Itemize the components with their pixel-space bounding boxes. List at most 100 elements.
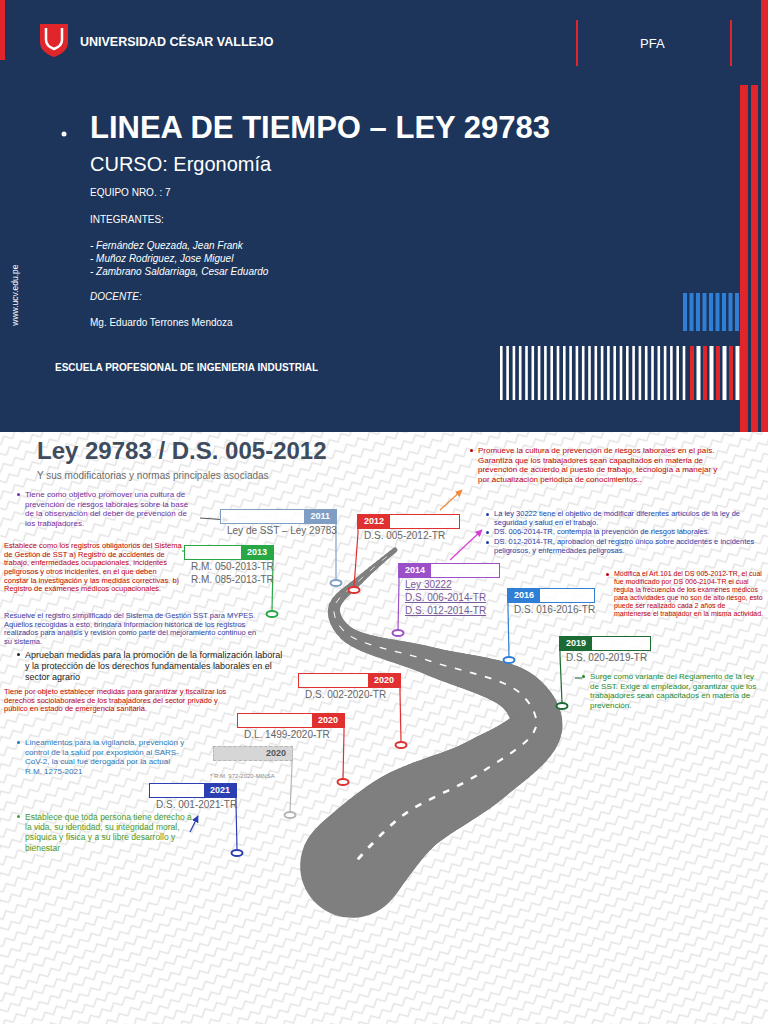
road-center-dash <box>380 647 387 649</box>
blue-stripe <box>729 293 733 331</box>
blue-stripe <box>709 293 713 331</box>
norm-label: D.S. 012-2014-TR <box>398 604 500 617</box>
road-center-dash <box>368 843 373 848</box>
zigzag-texture <box>0 432 768 1024</box>
timeline-entry: 2020D.L. 1499-2020-TR <box>237 713 345 741</box>
web-address-holder: www.ucv.edu.pe <box>10 250 20 340</box>
description-note: DS. 012-2014-TR, aprobación del registro… <box>494 537 754 555</box>
member-name: - Fernández Quezada, Jean Frank <box>90 240 243 251</box>
pin-line <box>400 688 401 742</box>
timeline-entry: 2020 <box>213 746 293 761</box>
timeline-entry: 2021D.S. 001-2021-TR <box>149 783 237 811</box>
road-center-dash <box>358 577 363 582</box>
road-center-dash <box>334 611 335 618</box>
year-tab: 2012 <box>358 515 390 528</box>
member-name-holder: - Fernández Quezada, Jean Frank <box>90 240 410 252</box>
white-stripe <box>557 346 560 400</box>
description-note-holder: Resuelve el registro simplificado del Si… <box>4 612 259 647</box>
header-rule <box>730 20 732 66</box>
white-stripe <box>645 346 648 400</box>
footnote: * R.M. 972-2020-MINSA <box>210 773 275 779</box>
year-tab: 2013 <box>241 546 273 559</box>
description-note-holder: Lineamientos para la vigilancia, prevenc… <box>25 738 185 776</box>
description-note-holder: DS. 006-2014-TR, contempla la prevención… <box>494 528 762 537</box>
road-marker <box>267 611 278 617</box>
description-note: Surge como variante del Reglamento de la… <box>590 672 756 710</box>
description-note-holder: Tiene como objetivo promover una cultura… <box>25 490 195 528</box>
road-center-dash <box>370 567 375 571</box>
title-holder: LINEA DE TIEMPO – LEY 29783 <box>90 110 550 146</box>
red-bar <box>751 85 758 432</box>
road-marker <box>396 742 407 748</box>
white-stripe <box>651 346 654 400</box>
white-stripe <box>538 346 541 400</box>
white-stripe <box>664 346 667 400</box>
timeline-entry: 2011Ley de SST – Ley 29783 <box>220 509 337 537</box>
pin-line <box>508 603 509 657</box>
white-stripe <box>601 346 604 400</box>
road-center-dash <box>336 598 340 603</box>
road-center-dash <box>379 832 384 837</box>
lower-ground <box>0 432 768 1024</box>
year-tab: 2020 <box>260 747 292 760</box>
white-stripe <box>620 346 623 400</box>
description-note: Promueve la cultura de prevención de rie… <box>478 446 717 484</box>
road-center-dash <box>470 672 477 674</box>
year-bar: 2021 <box>149 783 237 798</box>
road-marker <box>232 850 243 856</box>
stripe-decoration <box>500 0 768 432</box>
description-note-holder: Tiene por objeto establecer medidas para… <box>4 688 234 714</box>
road-center-dash <box>510 750 516 754</box>
pin-line <box>354 529 358 587</box>
road-surface <box>352 862 355 866</box>
white-stripe <box>532 346 535 400</box>
road-center-dash <box>443 790 449 793</box>
year-bar: 2020 <box>213 746 293 761</box>
member-name: - Zambrano Saldarriaga, Cesar Eduardo <box>90 266 268 277</box>
description-note-holder: Aprueban medidas para la promoción de la… <box>25 650 287 682</box>
teacher-name-holder: Mg. Eduardo Terrones Mendoza <box>90 317 390 329</box>
white-stripe <box>506 346 509 400</box>
norm-label: D.L. 1499-2020-TR <box>237 728 345 741</box>
bullet-dot <box>486 541 489 544</box>
year-bar: 2011 <box>220 509 337 524</box>
blue-stripe <box>703 293 707 331</box>
course-line: CURSO: Ergonomía <box>90 153 271 175</box>
road-center-dash <box>365 643 371 645</box>
year-bar: 2020 <box>237 713 345 728</box>
red-edge <box>0 0 5 60</box>
web-address: www.ucv.edu.pe <box>10 264 20 325</box>
header-rule <box>576 20 578 66</box>
bullet-dot <box>582 675 585 678</box>
logo-shield <box>40 24 68 57</box>
description-note: Tiene como objetivo promover una cultura… <box>25 490 188 528</box>
road-marker <box>331 580 342 586</box>
norm-label: Ley 30222 <box>398 578 500 591</box>
pin-line <box>398 578 399 630</box>
white-stripe <box>588 346 591 400</box>
team-line-holder: EQUIPO NRO. : 7 <box>90 187 390 199</box>
white-stripe <box>683 346 686 400</box>
course-line-holder: CURSO: Ergonomía <box>90 152 490 176</box>
timeline-entry: 2014Ley 30222D.S. 006-2014-TRD.S. 012-20… <box>398 563 500 617</box>
section-label: DOCENTE: <box>90 291 142 302</box>
red-stripe <box>723 346 727 400</box>
white-stripe <box>639 346 642 400</box>
road-center-dash <box>514 688 519 692</box>
header-tag-holder: PFA <box>640 36 700 52</box>
blue-stripe <box>735 293 739 331</box>
footnote-holder: * R.M. 972-2020-MINSA <box>210 773 300 780</box>
white-stripe <box>676 346 679 400</box>
year-bar: 2013 <box>184 545 274 560</box>
white-stripe <box>613 346 616 400</box>
logo-mark <box>46 28 62 49</box>
road-center-dash <box>358 854 363 859</box>
section-label: INTEGRANTES: <box>90 214 164 225</box>
description-note: Modifica el Art.101 del DS 005-2012-TR, … <box>614 570 763 617</box>
timeline-entry: 2019D.S. 020-2019-TR <box>559 636 651 664</box>
description-note: Resuelve el registro simplificado del Si… <box>4 611 256 646</box>
member-name: - Muñoz Rodriguez, Jose Miguel <box>90 253 233 264</box>
white-stripe <box>658 346 661 400</box>
norm-label: D.S. 016-2016-TR <box>507 603 595 616</box>
member-name-holder: - Muñoz Rodriguez, Jose Miguel <box>90 253 410 265</box>
